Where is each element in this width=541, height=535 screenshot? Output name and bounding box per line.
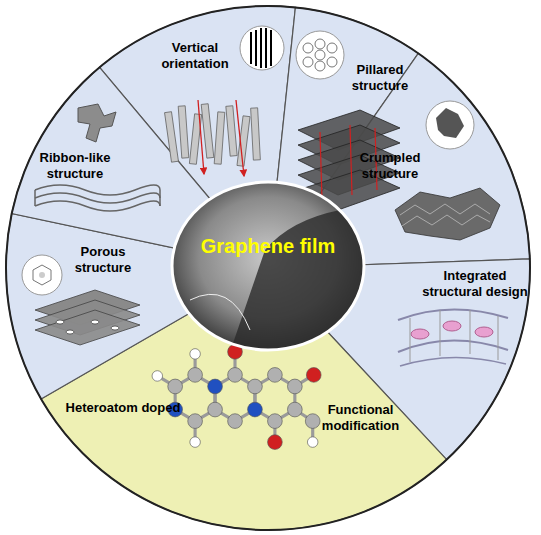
sector-label: Porous structure — [68, 244, 138, 276]
sector-label: Heteroatom doped — [58, 400, 188, 416]
sector-label: Integrated structural design — [415, 268, 535, 300]
sector-label: Ribbon-like structure — [30, 150, 120, 182]
sector-label: Vertical orientation — [150, 40, 240, 72]
pillared-icon — [296, 31, 344, 79]
porous-sheets — [35, 290, 140, 345]
crumpled-block — [395, 188, 500, 240]
sector-label: Functional modification — [318, 402, 403, 434]
ribbon-film — [35, 185, 160, 211]
integrated-mesh — [398, 309, 508, 366]
porous-icon — [22, 255, 62, 295]
sector-label: Crumpled structure — [350, 150, 430, 182]
sector-label: Pillared structure — [345, 62, 415, 94]
molecule — [152, 336, 321, 449]
center-title: Graphene film — [170, 234, 366, 258]
vertical-icon — [240, 26, 284, 70]
crumpled-icon — [426, 101, 474, 149]
vertical-sheets — [165, 100, 261, 176]
ribbon-icon — [78, 104, 116, 142]
center-ellipse — [170, 180, 366, 352]
center-image: Graphene film — [170, 180, 366, 352]
outer-ring — [6, 6, 530, 530]
